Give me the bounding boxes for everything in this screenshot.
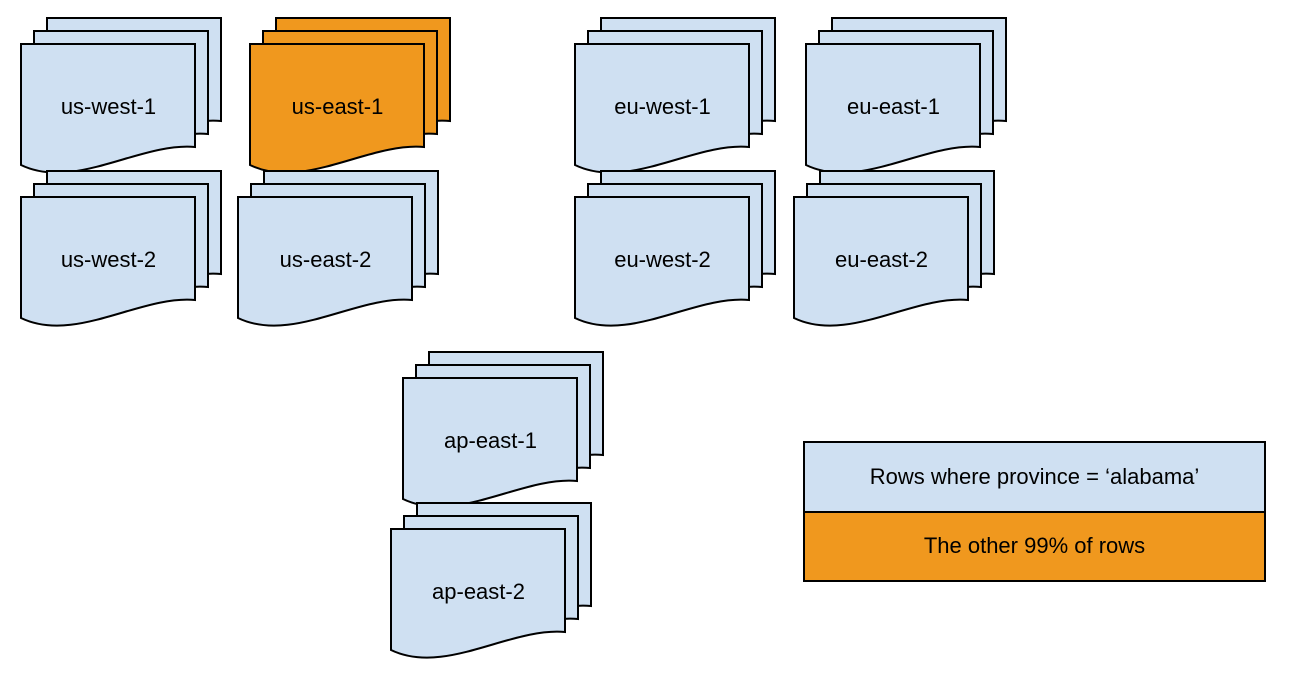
region-label: eu-east-2	[835, 246, 928, 272]
stack-eu-west-2: eu-west-2	[574, 170, 777, 330]
stack-eu-east-2: eu-east-2	[793, 170, 996, 330]
stack-us-east-2: us-east-2	[237, 170, 440, 330]
legend-item-label: The other 99% of rows	[923, 533, 1146, 559]
stack-us-east-1: us-east-1	[249, 17, 452, 177]
legend-item-label: Rows where province = ‘alabama’	[869, 463, 1200, 489]
region-label: us-east-1	[291, 93, 384, 119]
region-label: us-east-2	[279, 246, 372, 272]
region-label: us-west-2	[60, 246, 157, 272]
region-label: eu-west-1	[614, 93, 711, 119]
stack-eu-east-1: eu-east-1	[805, 17, 1008, 177]
stack-ap-east-1: ap-east-1	[402, 351, 605, 511]
region-label: ap-east-1	[444, 427, 537, 453]
stack-us-west-1: us-west-1	[20, 17, 223, 177]
legend: Rows where province = ‘alabama’ The othe…	[803, 441, 1266, 582]
region-label: ap-east-2	[432, 578, 525, 604]
stack-eu-west-1: eu-west-1	[574, 17, 777, 177]
legend-item-other-rows: The other 99% of rows	[805, 510, 1264, 580]
region-label: eu-east-1	[847, 93, 940, 119]
region-label: eu-west-2	[614, 246, 711, 272]
legend-item-alabama-rows: Rows where province = ‘alabama’	[805, 443, 1264, 511]
stack-ap-east-2: ap-east-2	[390, 502, 593, 662]
region-label: us-west-1	[60, 93, 157, 119]
stack-us-west-2: us-west-2	[20, 170, 223, 330]
